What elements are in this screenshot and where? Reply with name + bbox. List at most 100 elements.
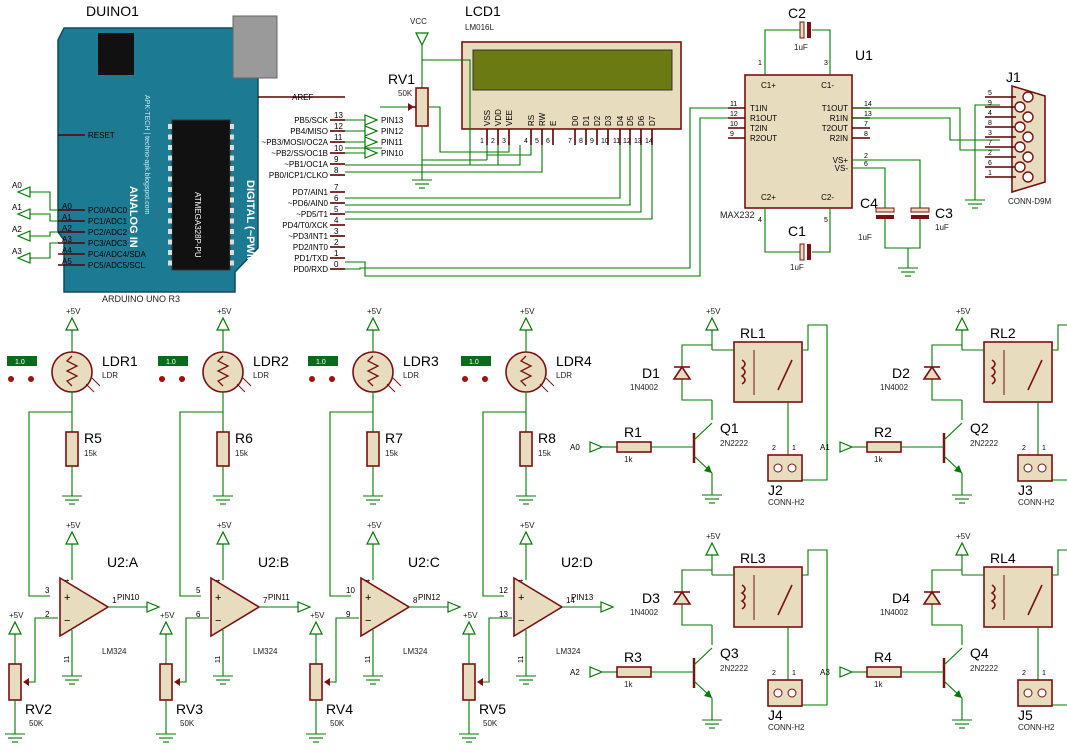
chip-pin-right xyxy=(230,260,234,266)
lcd-pin-name: D0 xyxy=(571,115,580,126)
max232-caps: C2 1uF C1 1uF C4 1uF C3 1uF xyxy=(764,5,953,277)
lcd-pin-name: RW xyxy=(538,112,547,126)
rx-label: RX xyxy=(262,266,276,277)
conn-value: CONN-H2 xyxy=(768,498,805,507)
chip-pin-left xyxy=(168,155,172,161)
ldr-meter-value: 1.0 xyxy=(316,359,326,366)
lcd-pin-name: VEE xyxy=(505,110,514,126)
rv1-body xyxy=(415,87,429,127)
opamp-ref: U2:D xyxy=(561,554,593,570)
max-pin-name: T2OUT xyxy=(822,124,848,133)
relay-ref: RL2 xyxy=(990,325,1016,341)
max-pin-num: 11 xyxy=(730,101,737,108)
lcd-pin-name: VSS xyxy=(483,110,492,126)
op-out-label: PIN12 xyxy=(418,593,441,602)
rv-supply-label: +5V xyxy=(9,611,24,620)
max-pin-num: 6 xyxy=(864,161,868,168)
op-gnd-pin: 11 xyxy=(518,656,525,663)
ldr-meter xyxy=(158,356,188,366)
digital-pin-num: 7 xyxy=(334,183,339,192)
op-out-arrow xyxy=(600,601,615,613)
j1-pin-socket xyxy=(1022,131,1034,143)
c4-ref: C4 xyxy=(860,195,878,211)
j1-pin-num: 6 xyxy=(988,160,992,167)
transistor-collector xyxy=(693,647,713,666)
analog-net-text: A3 xyxy=(12,247,22,256)
analog-pin-num: A4 xyxy=(62,246,72,255)
ldr-res-value: 15k xyxy=(235,449,249,458)
op-out-arrow xyxy=(447,601,462,613)
relay-coil xyxy=(740,584,746,610)
relay-contact-wire xyxy=(1048,324,1067,481)
lcd-pin-name: D6 xyxy=(637,115,646,126)
conn-pin xyxy=(1023,688,1033,698)
max-cap-pin-name: C2+ xyxy=(761,193,776,202)
conn-pin xyxy=(787,463,797,473)
op-in-minus-num: 13 xyxy=(499,610,508,619)
conn-body xyxy=(1017,679,1053,707)
conn-ref: J2 xyxy=(768,482,783,498)
transistor-arrow xyxy=(954,465,962,473)
usb-connector xyxy=(232,15,278,79)
ldr-meter-dot xyxy=(159,376,165,382)
diode-value: 1N4002 xyxy=(630,608,659,617)
rv1-value: 50K xyxy=(398,89,413,98)
j1-ref: J1 xyxy=(1006,69,1021,85)
op-supply-arrow xyxy=(216,530,230,545)
rv-wiper xyxy=(324,678,330,686)
chip-pins xyxy=(168,124,234,266)
relay-supply-arrow xyxy=(705,316,719,331)
chip-pin-left xyxy=(168,229,172,234)
chip-pin-left xyxy=(168,166,172,171)
j1-pin-num: 2 xyxy=(988,150,992,157)
conn-pin-num: 2 xyxy=(1022,670,1026,677)
max-cap-pin-num: 5 xyxy=(824,217,828,224)
digital-pin-num: 3 xyxy=(334,227,339,236)
relay-contact-wire xyxy=(798,324,828,481)
ldr-light-arrow xyxy=(85,383,95,393)
ldr-light-arrow xyxy=(236,383,246,393)
op-out-label: PIN10 xyxy=(117,593,140,602)
opamp-plus: + xyxy=(215,592,221,604)
max-pin-num: 7 xyxy=(864,121,868,128)
chip-pin-left xyxy=(168,218,172,224)
transistor-arrow xyxy=(704,690,712,698)
c3-plate-a xyxy=(910,207,930,213)
ldr-meter-dot xyxy=(329,376,335,382)
opamp-body xyxy=(59,576,110,638)
chip-pin-right xyxy=(230,218,234,224)
pin-net-text: PIN13 xyxy=(381,116,404,125)
relay-contact-wire2 xyxy=(1026,627,1039,686)
base-res-value: 1k xyxy=(874,455,883,464)
digital-pin-name: ~PB3/MOSI/OC2A xyxy=(262,138,329,147)
j1-pin-socket xyxy=(1022,171,1034,183)
q-ref: Q2 xyxy=(970,420,989,436)
relay-contact xyxy=(1027,359,1043,391)
opamp-body xyxy=(360,576,411,638)
base-res-value: 1k xyxy=(624,680,633,689)
digital-pin-name: PD7/AIN1 xyxy=(292,188,328,197)
aref-label: AREF xyxy=(292,93,313,102)
digital-pin-num: 2 xyxy=(334,238,339,247)
digital-pin-num: 13 xyxy=(334,111,343,120)
ldr-light-arrow xyxy=(242,377,252,387)
max-pin-num: 13 xyxy=(864,111,872,118)
rv-value: 50K xyxy=(180,719,195,728)
max-pin-num: 9 xyxy=(730,131,734,138)
relay-input-arrow xyxy=(589,441,604,453)
max232-model: MAX232 xyxy=(720,210,755,220)
rv-supply-label: +5V xyxy=(310,611,325,620)
ldr-node-wire xyxy=(329,411,373,597)
chip-pin-left xyxy=(168,260,172,266)
ldr-supply-arrow xyxy=(216,316,230,331)
ldr-res-ref: R5 xyxy=(84,430,102,446)
analog-pin-name: PC5/ADC5/SCL xyxy=(88,261,145,270)
analog-net-text: A1 xyxy=(12,203,22,212)
opamp-model: LM324 xyxy=(403,647,428,656)
c1-plate-a xyxy=(799,243,805,261)
ldr-resistor xyxy=(366,431,380,467)
ldr-res-ref: R6 xyxy=(235,430,253,446)
lcd-pin-name: VDD xyxy=(494,109,503,126)
